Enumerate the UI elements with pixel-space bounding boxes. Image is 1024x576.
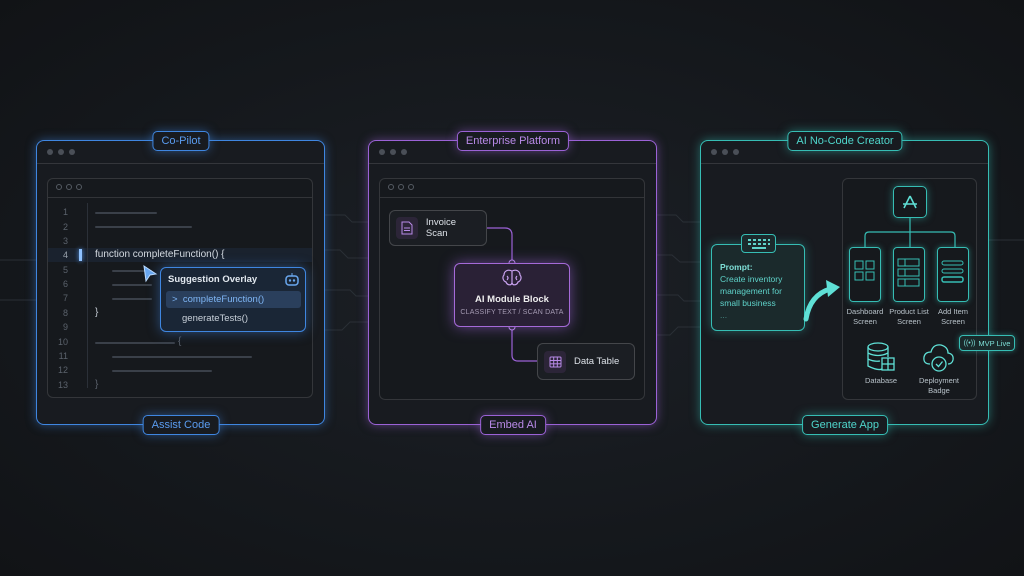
code-line-function: function completeFunction() { [95, 249, 225, 260]
ai-module-block[interactable]: AI Module Block CLASSIFY TEXT / SCAN DAT… [454, 263, 570, 327]
embed-ai-label: Embed AI [480, 415, 546, 435]
invoice-scan-label: Invoice Scan [425, 217, 456, 239]
window-controls[interactable] [379, 149, 407, 155]
app-preview [842, 178, 977, 400]
suggestion-overlay: Suggestion Overlay > completeFunction() … [160, 267, 306, 332]
database-label: Database [864, 376, 898, 385]
prompt-ellipsis: ... [720, 310, 728, 320]
data-table-node[interactable]: Data Table [537, 343, 635, 380]
brain-icon [502, 269, 522, 286]
copilot-title: Co-Pilot [152, 131, 210, 151]
code-line-close: } [95, 307, 99, 318]
ai-module-title: AI Module Block [475, 294, 549, 305]
arrow-icon [803, 280, 840, 322]
active-line-highlight [48, 248, 312, 262]
keyboard-icon [741, 234, 776, 253]
overlay-title: Suggestion Overlay [168, 274, 258, 285]
document-icon [396, 217, 418, 239]
suggestion-generate-tests[interactable]: generateTests() [182, 313, 249, 324]
ai-module-subtitle: CLASSIFY TEXT / SCAN DATA [460, 309, 564, 316]
code-brace-close: } [95, 379, 99, 390]
product-list-screen[interactable] [893, 247, 925, 302]
app-store-icon [893, 186, 927, 218]
nocode-title: AI No-Code Creator [787, 131, 903, 151]
text-cursor [79, 249, 82, 261]
prompt-label: Prompt: [720, 262, 753, 272]
suggestion-complete-function[interactable]: > completeFunction() [166, 291, 301, 308]
window-controls[interactable] [47, 149, 75, 155]
assist-code-label: Assist Code [142, 415, 220, 435]
mvp-live-badge: ((•))MVP Live [959, 335, 1015, 351]
dashboard-screen[interactable] [849, 247, 881, 302]
table-icon [544, 350, 566, 373]
enterprise-title: Enterprise Platform [456, 131, 570, 151]
generate-app-label: Generate App [802, 415, 888, 435]
broadcast-icon: ((•)) [963, 339, 976, 347]
cloud-check-icon [923, 344, 954, 372]
invoice-scan-node[interactable]: Invoice Scan [389, 210, 487, 246]
code-brace: { [178, 336, 182, 347]
mouse-pointer-icon [143, 265, 158, 283]
database-icon [867, 342, 895, 371]
prompt-card[interactable]: Prompt: Create inventory management for … [711, 244, 805, 331]
add-item-screen[interactable] [937, 247, 969, 302]
prompt-text: Create inventory management for small bu… [720, 274, 783, 308]
window-controls[interactable] [711, 149, 739, 155]
data-table-label: Data Table [574, 356, 620, 367]
robot-icon [285, 273, 299, 286]
